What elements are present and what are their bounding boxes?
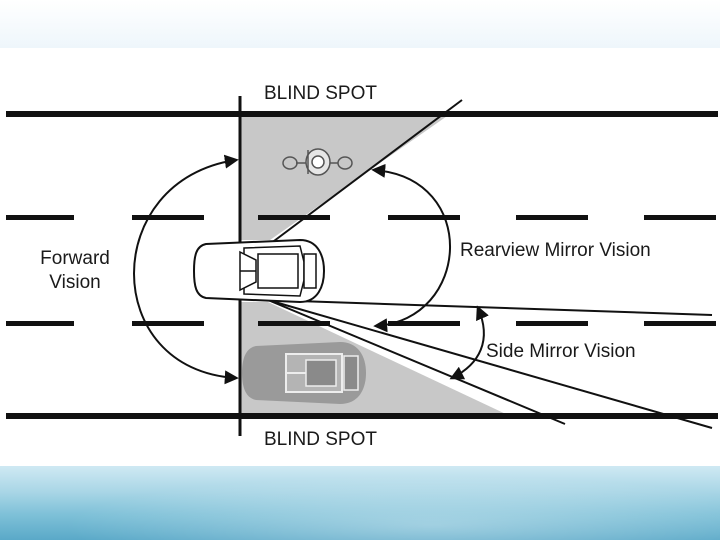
side-mirror-sight-line-lower: [267, 299, 566, 425]
rearview-sight-line-upper: [261, 99, 463, 251]
side-mirror-sight-line-upper: [267, 299, 713, 429]
blind-spot-top-label: BLIND SPOT: [264, 83, 377, 104]
forward-vision-arrow: [133, 154, 239, 385]
blind-spot-car-icon: [242, 342, 366, 404]
rearview-sight-line-lower: [267, 299, 713, 316]
rearview-vision-label: Rearview Mirror Vision: [460, 240, 651, 261]
side-mirror-vision-label: Side Mirror Vision: [486, 341, 636, 362]
footer-band: [0, 466, 720, 540]
motorcycle-icon: [282, 148, 353, 176]
forward-vision-label-line1: Forward: [40, 248, 110, 269]
rearview-vision-arrow: [371, 163, 451, 333]
road-edge-top: [6, 111, 718, 117]
lane-divider-upper: [6, 215, 716, 220]
side-mirror-vision-arrow: [449, 305, 489, 380]
blind-spot-top-region: [240, 114, 450, 240]
blind-spot-bottom-label: BLIND SPOT: [264, 429, 377, 450]
header-band: [0, 0, 720, 48]
road-edge-bottom: [6, 413, 718, 419]
forward-vision-label-line2: Vision: [49, 272, 100, 293]
main-car-icon: [192, 238, 326, 304]
lane-divider-lower: [6, 321, 716, 326]
